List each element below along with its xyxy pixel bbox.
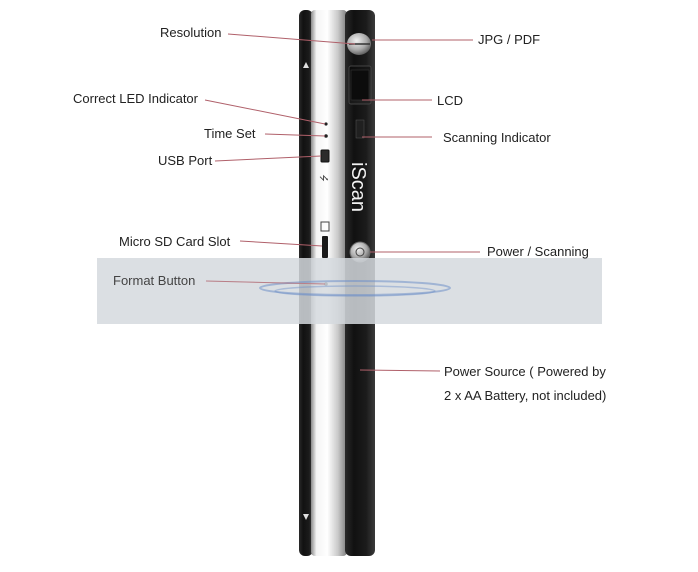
- time-set-hole[interactable]: [324, 134, 328, 138]
- leader-resolution: [227, 33, 356, 45]
- label-lcd: LCD: [437, 93, 464, 108]
- watermark-logo: [259, 280, 451, 297]
- leader-time-set: [264, 133, 326, 137]
- leader-power-source: [359, 369, 441, 372]
- micro-sd-slot[interactable]: [322, 236, 328, 258]
- sd-card-icon: [320, 221, 330, 232]
- usb-symbol-icon: ⭍: [319, 174, 330, 182]
- correct-led-dot: [324, 122, 328, 126]
- label-power-scanning: Power / Scanning: [487, 244, 589, 259]
- label-scanning-indicator: Scanning Indicator: [443, 130, 551, 145]
- usb-port[interactable]: [320, 149, 330, 163]
- label-micro-sd: Micro SD Card Slot: [119, 234, 231, 249]
- label-resolution: Resolution: [160, 25, 222, 40]
- leader-micro-sd: [239, 240, 323, 247]
- leader-correct-led: [204, 99, 326, 125]
- scanning-indicator-light: [355, 119, 365, 139]
- label-jpg-pdf: JPG / PDF: [478, 32, 541, 47]
- label-power-source-line1: Power Source ( Powered by: [444, 364, 606, 379]
- leader-usb-port: [214, 155, 322, 162]
- label-format-button: Format Button: [113, 273, 196, 288]
- triangle-down-icon: [303, 514, 309, 520]
- label-time-set: Time Set: [204, 126, 256, 141]
- brand-iscan: iScan: [347, 162, 369, 212]
- watermark-band: [97, 258, 602, 324]
- label-correct-led: Correct LED Indicator: [73, 91, 198, 106]
- label-power-source-line2: 2 x AA Battery, not included): [444, 388, 607, 403]
- triangle-up-icon: [303, 62, 309, 68]
- label-usb-port: USB Port: [158, 153, 213, 168]
